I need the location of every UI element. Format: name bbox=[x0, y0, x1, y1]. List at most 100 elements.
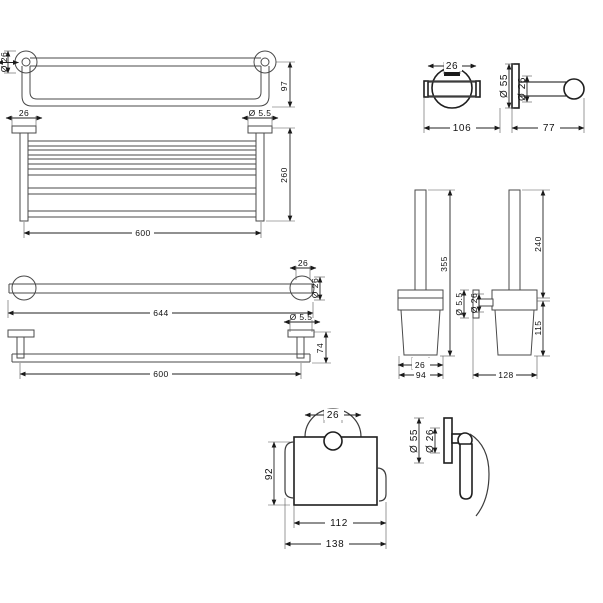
hook-arm-left-cap bbox=[423, 80, 429, 98]
dim-label-brush-26: 26 bbox=[415, 360, 425, 370]
rosette-right bbox=[253, 50, 277, 74]
dim-label-d55-a: Ø 5.5 bbox=[249, 108, 272, 118]
dim-hook-rosette-d55: Ø 55 bbox=[499, 63, 514, 109]
rack-bracket-right-top bbox=[247, 125, 273, 134]
dim-label-paper-26: 26 bbox=[327, 410, 339, 421]
brush-collar-side bbox=[491, 289, 538, 311]
flat-bracket-left bbox=[7, 329, 35, 338]
dim-bar-length-600-b: 600 bbox=[19, 363, 302, 379]
dim-label-hook-77: 77 bbox=[543, 123, 555, 134]
rack-post-left bbox=[19, 132, 29, 222]
flat-post-left bbox=[16, 336, 25, 359]
flat-bracket-right bbox=[287, 329, 315, 338]
dim-label-brush-115: 115 bbox=[533, 320, 543, 335]
dim-label-26-b: 26 bbox=[298, 258, 308, 268]
brush-glass-side bbox=[494, 309, 535, 356]
hook-side-plate bbox=[511, 63, 520, 109]
rack-rail bbox=[27, 168, 257, 176]
dim-hook-width-26: 26 bbox=[427, 60, 477, 74]
rack-post-right bbox=[255, 132, 265, 222]
paper-side-wall-plate bbox=[443, 417, 453, 464]
dim-brush-handle-240: 240 bbox=[522, 189, 550, 299]
figure-single-towel-bar-round: 26 Ø 26 644 bbox=[7, 258, 325, 318]
dim-hook-width-106: 106 bbox=[423, 98, 501, 134]
dim-label-brush-240: 240 bbox=[533, 236, 543, 252]
figure-towel-rack: 26 Ø 5.5 260 600 bbox=[5, 108, 295, 238]
rack-rail bbox=[27, 158, 257, 165]
paper-side-cover-curve bbox=[469, 433, 490, 517]
dim-label-644: 644 bbox=[153, 308, 168, 318]
dim-label-paper-d55: Ø 55 bbox=[409, 429, 420, 453]
dim-hook-projection-77: 77 bbox=[511, 98, 585, 134]
dim-label-d55-b: Ø 5.5 bbox=[290, 312, 313, 322]
dim-label-260: 260 bbox=[279, 167, 289, 183]
bar-rosette-right bbox=[289, 275, 315, 301]
dim-label-hook-d55: Ø 55 bbox=[499, 74, 510, 98]
dim-label-brush-d55: Ø 5.5 bbox=[454, 292, 464, 315]
figure-paper-holder-side: Ø 55 Ø 26 bbox=[409, 417, 490, 517]
brush-handle-front bbox=[414, 189, 427, 291]
dim-brush-height-355: 355 bbox=[428, 189, 455, 357]
rack-rail bbox=[27, 149, 257, 156]
dim-paper-roller-26: 26 bbox=[304, 409, 362, 423]
dim-label-hook-106: 106 bbox=[453, 123, 472, 134]
dim-label-600-b: 600 bbox=[153, 369, 168, 379]
dim-rosette-diameter-left: Ø 26 bbox=[0, 50, 19, 74]
brush-handle-side bbox=[508, 189, 521, 291]
dim-label-brush-128: 128 bbox=[498, 370, 513, 380]
dim-bracket-width-26: 26 bbox=[5, 108, 43, 127]
dim-label-paper-d26: Ø 26 bbox=[425, 429, 436, 453]
dim-paper-cover-112: 112 bbox=[293, 502, 387, 529]
dim-label-hook-d26: Ø 26 bbox=[517, 77, 528, 101]
rosette-left bbox=[14, 50, 38, 74]
dim-label-26-a: 26 bbox=[19, 108, 29, 118]
dim-label-paper-92: 92 bbox=[264, 468, 275, 480]
dim-paper-width-138: 138 bbox=[284, 498, 387, 550]
paper-side-roller bbox=[459, 443, 473, 500]
rack-rail bbox=[27, 140, 257, 147]
brush-glass-front bbox=[400, 309, 441, 356]
dim-label-paper-138: 138 bbox=[326, 539, 345, 550]
dim-rack-length-600: 600 bbox=[23, 222, 262, 238]
dim-paper-height-92: 92 bbox=[264, 441, 290, 506]
dim-label-paper-112: 112 bbox=[330, 518, 348, 529]
dim-label-97: 97 bbox=[279, 81, 289, 91]
brush-collar-front-bottom bbox=[397, 297, 444, 311]
hook-ball-end bbox=[563, 78, 585, 100]
dim-brush-screw-d55: Ø 5.5 bbox=[454, 289, 469, 319]
dim-paper-side-d26: Ø 26 bbox=[425, 427, 440, 454]
flat-post-right bbox=[296, 336, 305, 359]
dim-brush-bar-d26: Ø 26 bbox=[469, 293, 484, 313]
figure-toilet-brush-side: 240 115 Ø 5.5 Ø 26 128 bbox=[454, 189, 550, 380]
rosette-left-hub bbox=[21, 57, 31, 67]
figure-robe-hook: 26 106 77 Ø 55 Ø 2 bbox=[423, 60, 585, 134]
dim-label-600-a: 600 bbox=[135, 228, 150, 238]
rack-rail bbox=[27, 187, 257, 195]
dim-hook-bar-d26: Ø 26 bbox=[517, 75, 532, 103]
figure-single-towel-bar-flat: Ø 5.5 74 600 bbox=[7, 312, 331, 379]
dim-depth-97: 97 bbox=[272, 61, 295, 108]
rack-rail bbox=[27, 210, 257, 218]
dim-paper-side-d55: Ø 55 bbox=[409, 417, 424, 464]
dim-rack-depth-260: 260 bbox=[266, 127, 295, 222]
bar-rosette-left bbox=[11, 275, 37, 301]
dim-screw-hole-55-a: Ø 5.5 bbox=[241, 108, 279, 127]
dim-label-d26-a: Ø 26 bbox=[0, 52, 9, 72]
dim-label-brush-355: 355 bbox=[439, 256, 449, 272]
rosette-right-hub bbox=[260, 57, 270, 67]
dim-brush-bracket-26: 26 bbox=[397, 357, 444, 370]
dim-label-74: 74 bbox=[315, 343, 325, 353]
dim-brush-projection-128: 128 bbox=[472, 318, 538, 380]
dim-label-brush-94: 94 bbox=[416, 370, 426, 380]
dim-rosette-diameter-26-b: Ø 26 bbox=[310, 276, 325, 301]
brush-collar-front-top bbox=[397, 289, 444, 299]
dim-label-brush-d26: Ø 26 bbox=[469, 293, 479, 313]
dim-rosette-width-26-b: 26 bbox=[289, 258, 317, 280]
rack-bracket-left-top bbox=[11, 125, 37, 134]
dim-label-d26-b: Ø 26 bbox=[310, 278, 320, 298]
dim-brush-glass-115: 115 bbox=[533, 300, 550, 357]
figure-double-towel-bar: Ø 26 97 bbox=[0, 50, 295, 108]
dim-bar-length-644: 644 bbox=[7, 300, 314, 318]
